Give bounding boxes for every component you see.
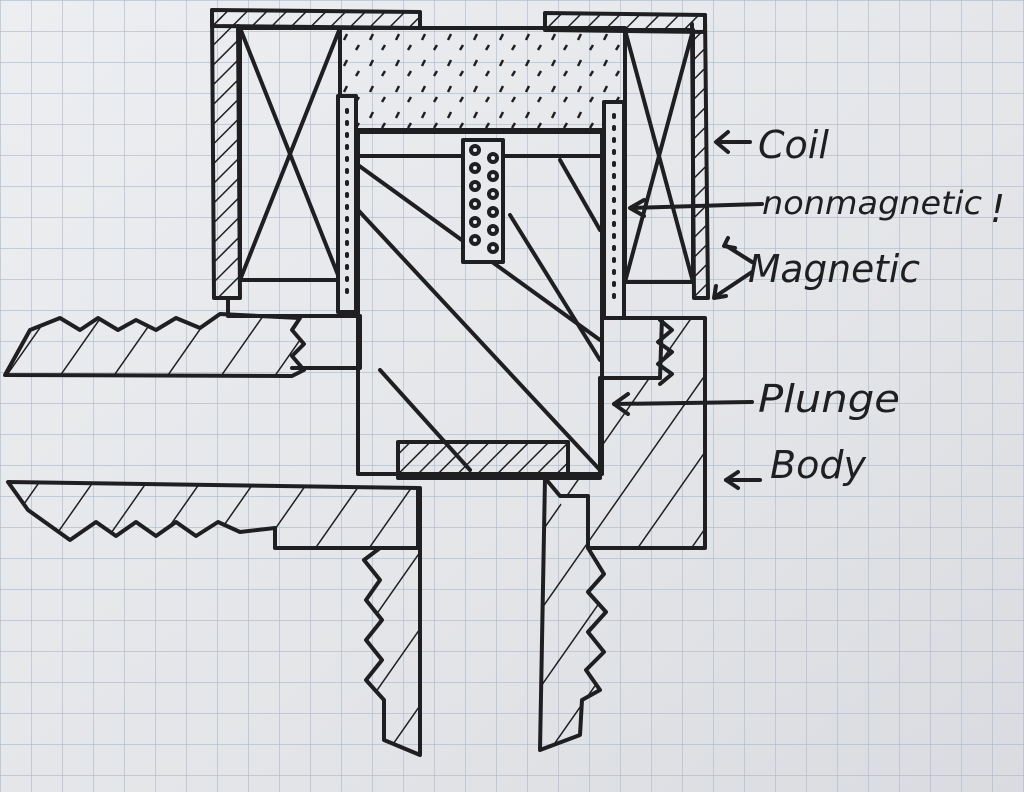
label-nonmagnetic-mark: ! [990,187,1005,231]
spring [461,138,505,264]
label-body: Body [770,443,866,487]
leader-nonmagnetic [628,198,764,218]
leader-plunger [612,392,754,416]
label-plunger: Plunge [758,377,900,421]
label-magnetic: Magnetic [748,247,920,291]
outer-shell-left [210,8,242,300]
outlet-wall-left [362,486,422,757]
leader-body [724,470,762,490]
outlet-wall-right [538,476,608,752]
leader-coil [714,130,752,154]
label-nonmagnetic: nonmagnetic [762,184,982,222]
body-right [543,316,707,550]
stationary-core [338,26,627,132]
coil-left [238,26,342,282]
bottom-flange [6,480,420,550]
top-cap-left [210,8,422,30]
plunger-seal [396,440,570,480]
inlet-port-left [3,312,306,378]
inlet-upper-body [226,296,362,370]
leader-magnetic [712,236,754,300]
body-right-thread [656,318,674,386]
drawing-ink [3,8,764,757]
label-coil: Coil [758,123,829,167]
